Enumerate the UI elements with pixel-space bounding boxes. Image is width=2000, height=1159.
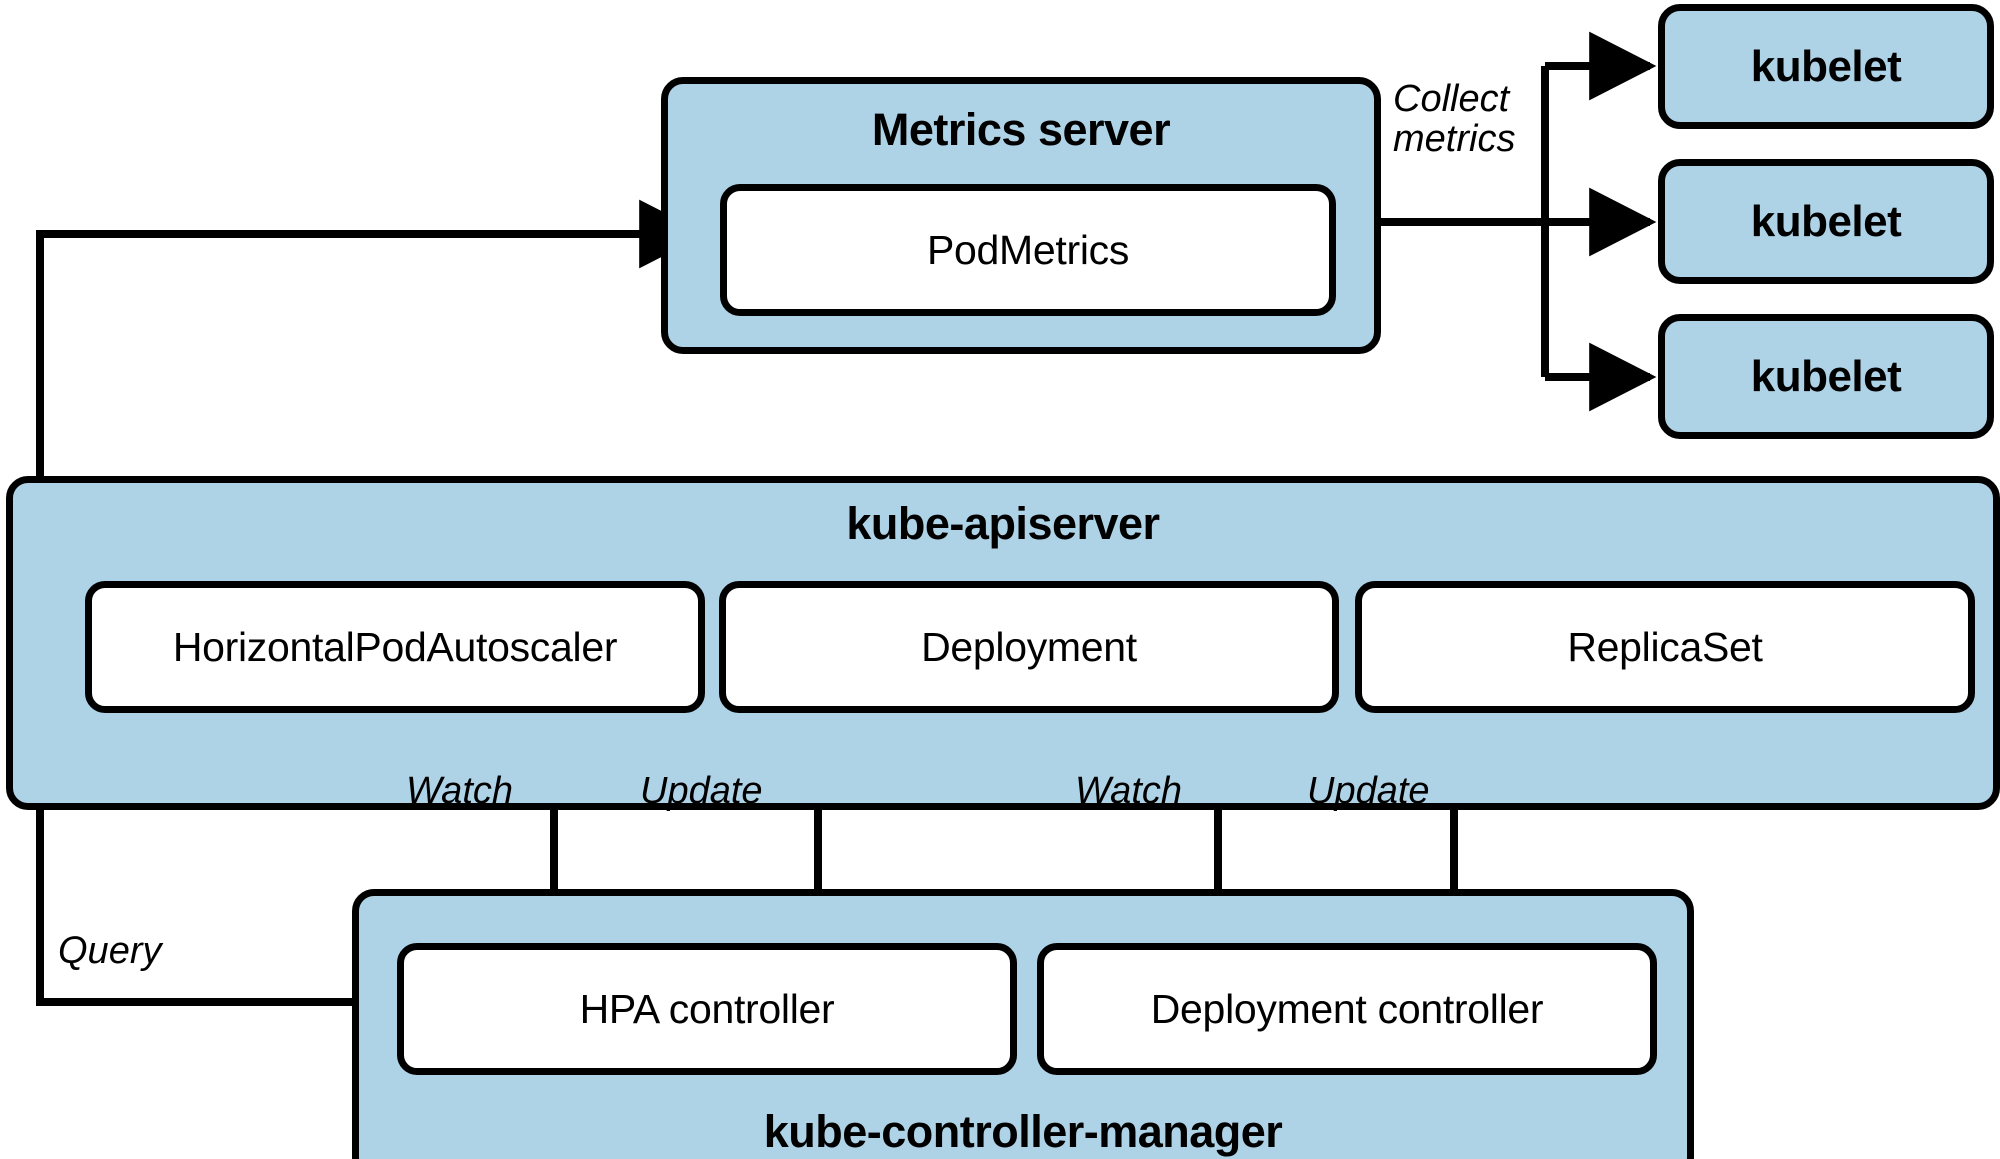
edge-label-collect-metrics-line2: metrics [1393,117,1516,160]
deployment-controller-box[interactable]: Deployment controller [1037,943,1657,1075]
kube-controller-manager-group[interactable]: kube-controller-manager HPA controller D… [352,889,1694,1159]
kube-controller-manager-title: kube-controller-manager [763,1106,1283,1157]
kube-apiserver-title: kube-apiserver [846,498,1160,549]
edge-label-collect-metrics: Collect metrics [1393,78,1516,160]
kubelet-label-2: kubelet [1750,196,1902,246]
deployment-label: Deployment [921,623,1137,670]
deployment-controller-label: Deployment controller [1150,985,1544,1032]
replicaset-label: ReplicaSet [1567,623,1763,670]
kubelet-box-2[interactable]: kubelet [1658,159,1994,284]
deployment-box[interactable]: Deployment [719,581,1339,713]
edge-label-watch-hpa: Watch [406,770,514,812]
edge-label-watch-deployment: Watch [1075,770,1183,812]
horizontalpodautoscaler-box[interactable]: HorizontalPodAutoscaler [85,581,705,713]
edge-label-collect-metrics-line1: Collect [1393,78,1510,120]
kubelet-label-3: kubelet [1750,351,1902,401]
kubelet-label-1: kubelet [1750,41,1902,91]
podmetrics-box[interactable]: PodMetrics [720,184,1336,316]
edge-label-update-deployment: Update [640,770,763,812]
replicaset-box[interactable]: ReplicaSet [1355,581,1975,713]
edge-label-update-replicaset: Update [1307,770,1430,812]
kubelet-box-1[interactable]: kubelet [1658,4,1994,129]
horizontalpodautoscaler-label: HorizontalPodAutoscaler [172,623,618,670]
metrics-server-group[interactable]: Metrics server PodMetrics [661,77,1381,354]
kubelet-box-3[interactable]: kubelet [1658,314,1994,439]
edge-label-query: Query [58,930,162,972]
metrics-server-title: Metrics server [871,104,1171,155]
podmetrics-label: PodMetrics [926,226,1130,273]
kube-apiserver-group[interactable]: kube-apiserver HorizontalPodAutoscaler D… [6,476,2000,810]
hpa-controller-label: HPA controller [579,985,835,1032]
hpa-controller-box[interactable]: HPA controller [397,943,1017,1075]
